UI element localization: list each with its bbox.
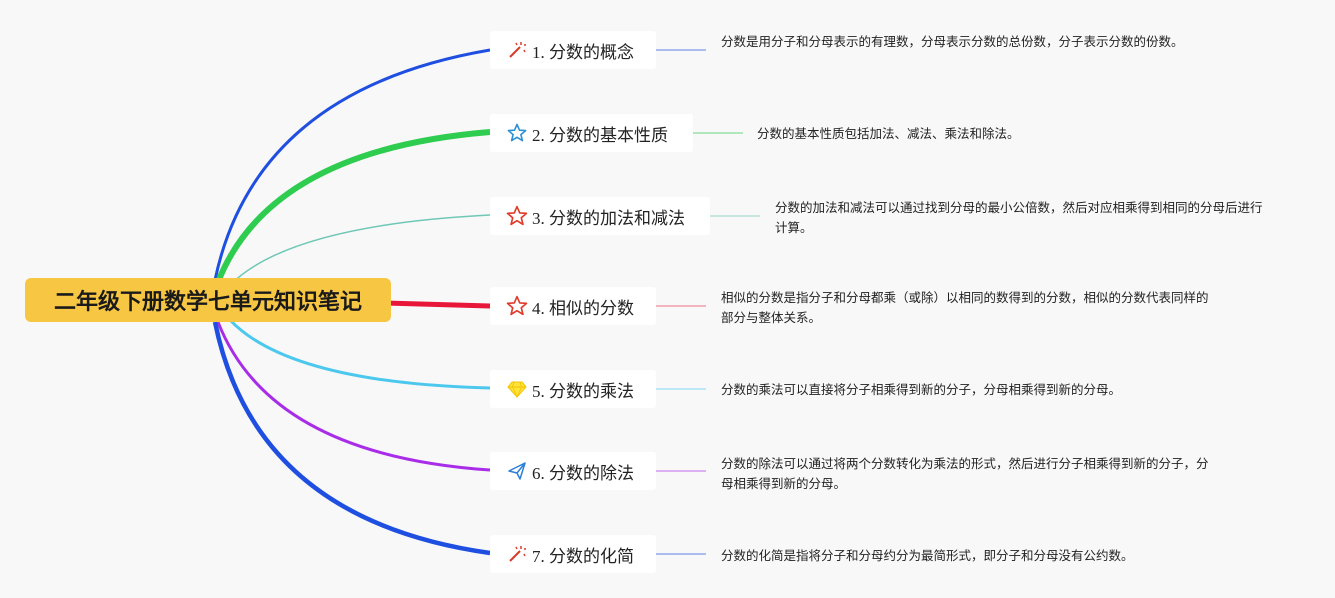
star-red-icon bbox=[506, 295, 528, 317]
topic-5[interactable]: 5. 分数的乘法 bbox=[490, 370, 656, 408]
topic-label: 7. 分数的化简 bbox=[532, 546, 634, 566]
topic-1-description: 分数是用分子和分母表示的有理数，分母表示分数的总份数，分子表示分数的份数。 bbox=[721, 34, 1184, 49]
branch-curve-2 bbox=[215, 129, 491, 284]
topic-label: 1. 分数的概念 bbox=[532, 42, 634, 62]
branch-curve-4 bbox=[384, 300, 491, 309]
branch-curve-6 bbox=[216, 321, 491, 472]
topic-6-description: 分数的除法可以通过将两个分数转化为乘法的形式，然后进行分子相乘得到新的分子，分母… bbox=[721, 456, 1209, 491]
root-topic[interactable]: 二年级下册数学七单元知识笔记 bbox=[25, 278, 391, 322]
topic-4[interactable]: 4. 相似的分数 bbox=[490, 287, 656, 325]
topic-2[interactable]: 2. 分数的基本性质 bbox=[490, 114, 693, 152]
magic-wand-icon bbox=[506, 543, 528, 565]
topic-3-description: 分数的加法和减法可以通过找到分母的最小公倍数，然后对应相乘得到相同的分母后进行计… bbox=[775, 200, 1263, 235]
topic-label: 5. 分数的乘法 bbox=[532, 381, 634, 401]
topic-1[interactable]: 1. 分数的概念 bbox=[490, 31, 656, 69]
magic-wand-icon bbox=[506, 39, 528, 61]
branch-curve-3 bbox=[229, 214, 491, 286]
topic-label: 3. 分数的加法和减法 bbox=[532, 208, 685, 228]
branch-curve-7 bbox=[212, 321, 491, 556]
topic-3[interactable]: 3. 分数的加法和减法 bbox=[490, 197, 710, 235]
topic-5-description: 分数的乘法可以直接将分子相乘得到新的分子，分母相乘得到新的分母。 bbox=[721, 382, 1122, 397]
topic-7-description: 分数的化简是指将分子和分母约分为最简形式，即分子和分母没有公约数。 bbox=[721, 548, 1134, 563]
root-title: 二年级下册数学七单元知识笔记 bbox=[53, 290, 362, 315]
topic-label: 4. 相似的分数 bbox=[532, 298, 634, 318]
star-red-icon bbox=[506, 205, 528, 227]
topic-label: 6. 分数的除法 bbox=[532, 463, 634, 483]
paper-plane-icon bbox=[506, 460, 528, 482]
branch-curve-5 bbox=[228, 318, 491, 390]
topic-label: 2. 分数的基本性质 bbox=[532, 125, 668, 145]
topic-6[interactable]: 6. 分数的除法 bbox=[490, 452, 656, 490]
diamond-icon bbox=[506, 378, 528, 400]
topic-7[interactable]: 7. 分数的化简 bbox=[490, 535, 656, 573]
branch-curve-1 bbox=[213, 48, 491, 281]
topic-2-description: 分数的基本性质包括加法、减法、乘法和除法。 bbox=[757, 126, 1020, 141]
topic-4-description: 相似的分数是指分子和分母都乘（或除）以相同的数得到的分数，相似的分数代表同样的部… bbox=[721, 290, 1209, 325]
star-outline-icon bbox=[506, 122, 528, 144]
